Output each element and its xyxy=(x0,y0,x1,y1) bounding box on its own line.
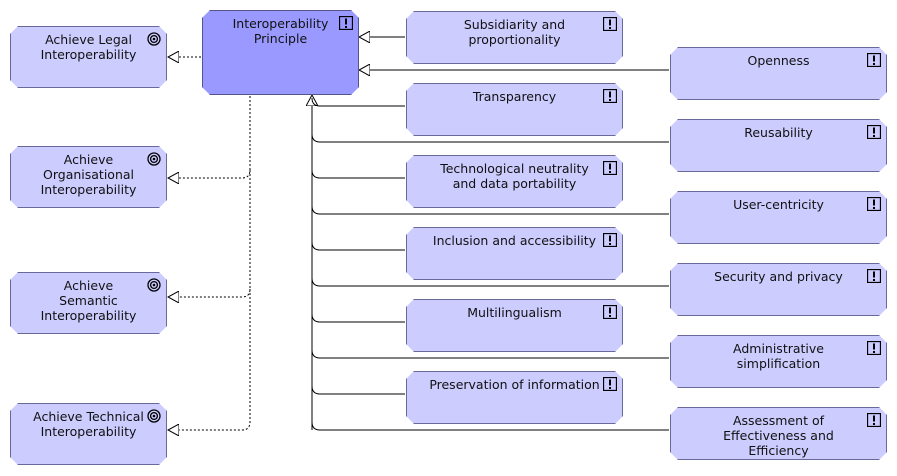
goal-label: Achieve Organisational Interoperability xyxy=(40,152,137,197)
principle-technological-neutrality[interactable]: Technological neutrality and data portab… xyxy=(406,155,623,208)
principle-label: Technological neutrality and data portab… xyxy=(440,161,589,191)
goal-organisational-interoperability[interactable]: Achieve Organisational Interoperability xyxy=(10,146,167,208)
principle-label: Administrative simplification xyxy=(733,341,824,371)
principle-icon xyxy=(867,53,881,67)
principle-label: Assessment of Effectiveness and Efficien… xyxy=(723,413,834,458)
principle-preservation-information[interactable]: Preservation of information xyxy=(406,371,623,424)
principle-administrative-simplification[interactable]: Administrative simplification xyxy=(670,335,887,388)
principle-icon xyxy=(603,305,617,319)
goal-label: Achieve Technical Interoperability xyxy=(33,409,144,439)
goal-technical-interoperability[interactable]: Achieve Technical Interoperability xyxy=(10,403,167,465)
central-principle-node[interactable]: Interoperability Principle xyxy=(202,10,359,95)
principle-icon xyxy=(867,269,881,283)
specialization-connector xyxy=(311,313,405,323)
specialization-connector xyxy=(311,349,669,359)
central-principle-label: Interoperability Principle xyxy=(232,16,329,46)
principle-subsidiarity-proportionality[interactable]: Subsidiarity and proportionality xyxy=(406,11,623,64)
principle-security-privacy[interactable]: Security and privacy xyxy=(670,263,887,316)
principle-inclusion-accessibility[interactable]: Inclusion and accessibility xyxy=(406,227,623,280)
goal-target-icon xyxy=(147,409,161,423)
goal-target-icon xyxy=(147,32,161,46)
principle-multilingualism[interactable]: Multilingualism xyxy=(406,299,623,352)
principle-label: Inclusion and accessibility xyxy=(432,233,597,248)
principle-label: User-centricity xyxy=(733,197,824,212)
principle-transparency[interactable]: Transparency xyxy=(406,83,623,136)
specialization-connector xyxy=(311,421,669,431)
principle-label: Subsidiarity and proportionality xyxy=(463,17,566,47)
principle-label: Transparency xyxy=(472,89,557,104)
specialization-connector xyxy=(311,277,669,287)
realization-connector xyxy=(168,170,251,297)
principle-icon xyxy=(603,89,617,103)
principle-user-centricity[interactable]: User-centricity xyxy=(670,191,887,244)
specialization-connector xyxy=(311,97,405,107)
specialization-connector xyxy=(311,241,405,251)
principle-icon xyxy=(867,413,881,427)
goal-target-icon xyxy=(147,152,161,166)
goal-semantic-interoperability[interactable]: Achieve Semantic Interoperability xyxy=(10,272,167,334)
goal-legal-interoperability[interactable]: Achieve Legal Interoperability xyxy=(10,26,167,88)
specialization-connector xyxy=(311,205,669,215)
principle-icon xyxy=(603,17,617,31)
principle-icon xyxy=(603,161,617,175)
goal-target-icon xyxy=(147,278,161,292)
principle-label: Preservation of information xyxy=(429,377,600,392)
realization-connector xyxy=(168,96,251,178)
principle-icon xyxy=(867,197,881,211)
principle-assessment-effectiveness[interactable]: Assessment of Effectiveness and Efficien… xyxy=(670,407,887,460)
goal-label: Achieve Semantic Interoperability xyxy=(40,278,137,323)
principle-label: Security and privacy xyxy=(714,269,843,284)
goal-label: Achieve Legal Interoperability xyxy=(40,32,137,62)
principle-icon xyxy=(867,341,881,355)
principle-openness[interactable]: Openness xyxy=(670,47,887,100)
specialization-connector xyxy=(311,133,669,143)
principle-label: Openness xyxy=(747,53,810,68)
principle-label: Reusability xyxy=(744,125,813,140)
principle-reusability[interactable]: Reusability xyxy=(670,119,887,172)
principle-icon xyxy=(867,125,881,139)
realization-connector xyxy=(168,289,251,430)
specialization-connector xyxy=(311,385,405,395)
principle-icon xyxy=(603,233,617,247)
specialization-connector xyxy=(311,169,405,179)
principle-label: Multilingualism xyxy=(467,305,562,320)
principle-icon xyxy=(603,377,617,391)
principle-icon xyxy=(339,16,353,30)
